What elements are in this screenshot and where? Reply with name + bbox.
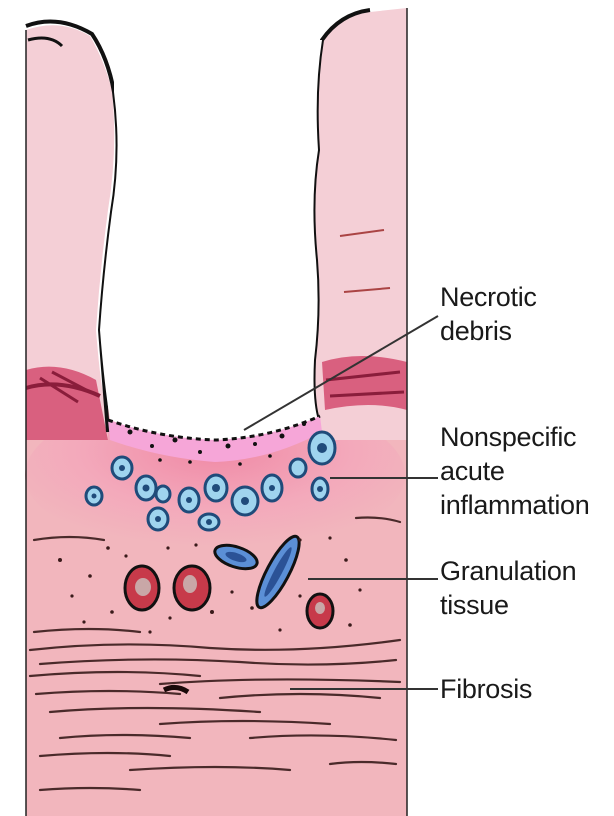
label-line: debris [440, 314, 537, 348]
label-line: tissue [440, 588, 576, 622]
label-acute-inflammation: Nonspecific acute inflammation [440, 420, 589, 522]
left-mucosa-wall [26, 22, 118, 441]
right-mucosa-wall [313, 8, 407, 440]
label-line: Fibrosis [440, 672, 532, 706]
label-line: Necrotic [440, 280, 537, 314]
label-line: inflammation [440, 488, 589, 522]
label-line: Nonspecific [440, 420, 589, 454]
label-necrotic-debris: Necrotic debris [440, 280, 537, 348]
label-line: Granulation [440, 554, 576, 588]
inflammatory-cell [290, 459, 306, 477]
inflammatory-cell [156, 486, 170, 502]
label-granulation-tissue: Granulation tissue [440, 554, 576, 622]
ulcer-crater [100, 40, 322, 442]
label-fibrosis: Fibrosis [440, 672, 532, 706]
label-line: acute [440, 454, 589, 488]
